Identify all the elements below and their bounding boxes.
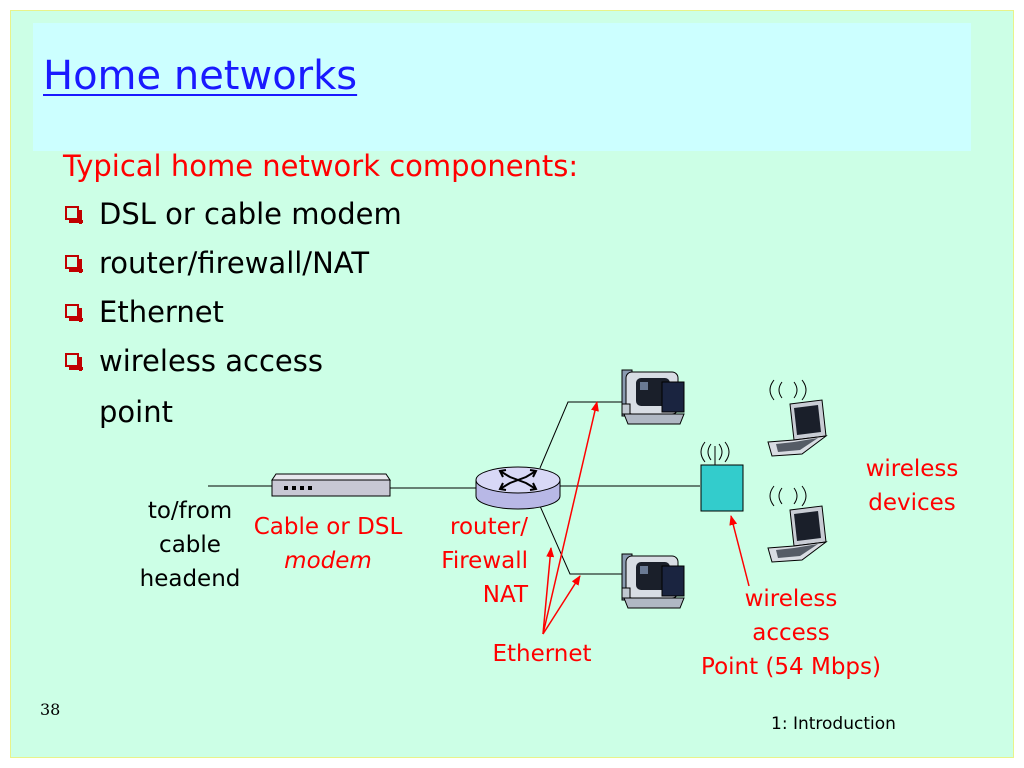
bullet-item: wireless access bbox=[61, 344, 402, 393]
bullet-continuation: point bbox=[99, 395, 173, 429]
ethernet-arrows bbox=[542, 401, 599, 635]
modem-icon bbox=[271, 473, 391, 497]
access-point-label: wireless access Point (54 Mbps) bbox=[676, 582, 906, 684]
intro-text: Typical home network components: bbox=[63, 149, 579, 183]
slide-number: 38 bbox=[40, 700, 61, 719]
laptop-icon bbox=[767, 379, 828, 457]
ethernet-label: Ethernet bbox=[478, 637, 606, 671]
access-point-label-line: wireless bbox=[744, 586, 838, 612]
modem-label: Cable or DSL modem bbox=[232, 510, 424, 578]
desktop-computer-icon bbox=[621, 553, 685, 609]
router-icon bbox=[475, 466, 561, 510]
network-links bbox=[208, 401, 700, 575]
slide: Home networks Typical home network compo… bbox=[10, 10, 1014, 758]
headend-label-line: to/from bbox=[147, 498, 233, 524]
headend-label-line: headend bbox=[139, 566, 241, 592]
bullet-text: Ethernet bbox=[99, 295, 224, 329]
slide-title: Home networks bbox=[43, 53, 358, 99]
wireless-devices-label-line: devices bbox=[868, 490, 956, 516]
router-label-line: router/ bbox=[450, 514, 528, 540]
bullet-item: router/firewall/NAT bbox=[61, 246, 402, 295]
title-band bbox=[33, 23, 971, 151]
headend-label-line: cable bbox=[159, 532, 221, 558]
wireless-devices-label: wireless devices bbox=[848, 452, 976, 520]
bullet-list: DSL or cable modem router/firewall/NAT E… bbox=[61, 197, 402, 393]
wireless-devices-label-line: wireless bbox=[865, 456, 959, 482]
bullet-text: router/firewall/NAT bbox=[99, 246, 370, 280]
bullet-item: Ethernet bbox=[61, 295, 402, 344]
headend-label: to/from cable headend bbox=[130, 494, 250, 596]
access-point-label-line: Point (54 Mbps) bbox=[701, 654, 881, 680]
box-bullet-icon bbox=[65, 304, 83, 322]
modem-label-line: Cable or DSL bbox=[253, 514, 403, 540]
bullet-text: DSL or cable modem bbox=[99, 197, 402, 231]
bullet-text: wireless access bbox=[99, 344, 323, 378]
router-label-line: Firewall bbox=[441, 548, 528, 574]
desktop-computer-icon bbox=[621, 369, 685, 425]
wap-arrow bbox=[729, 515, 750, 587]
bullet-item: DSL or cable modem bbox=[61, 197, 402, 246]
access-point-icon bbox=[700, 441, 744, 512]
box-bullet-icon bbox=[65, 255, 83, 273]
router-label: router/ Firewall NAT bbox=[404, 510, 528, 612]
laptop-icon bbox=[767, 485, 828, 563]
router-label-line: NAT bbox=[482, 582, 528, 608]
ethernet-label-line: Ethernet bbox=[492, 641, 592, 667]
modem-label-line: modem bbox=[284, 548, 372, 574]
box-bullet-icon bbox=[65, 206, 83, 224]
footer-text: 1: Introduction bbox=[771, 714, 896, 734]
access-point-label-line: access bbox=[752, 620, 830, 646]
box-bullet-icon bbox=[65, 353, 83, 371]
